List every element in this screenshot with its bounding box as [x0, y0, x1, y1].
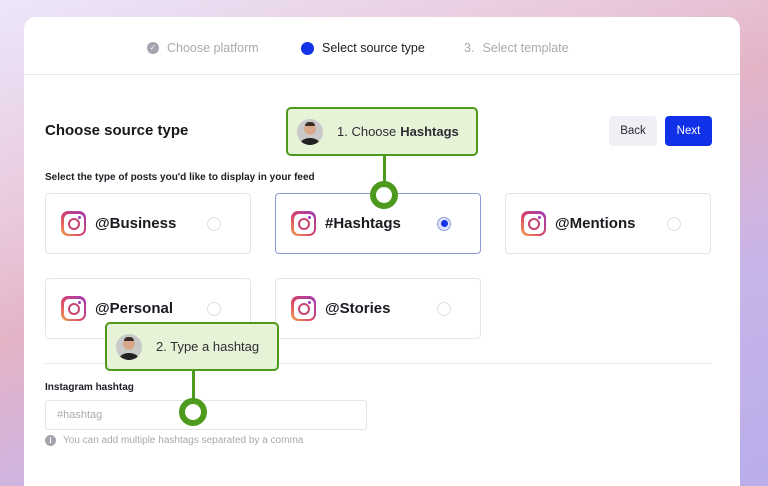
callout-text: 2. Type a hashtag — [156, 339, 260, 354]
hashtag-input[interactable] — [45, 400, 367, 430]
radio-personal[interactable] — [207, 301, 221, 316]
section-divider — [45, 363, 712, 364]
instagram-icon — [61, 296, 86, 321]
hint-text: You can add multiple hashtags separated … — [63, 435, 304, 446]
radio-stories[interactable] — [437, 301, 451, 316]
next-button[interactable]: Next — [665, 116, 712, 146]
option-label: @Stories — [325, 300, 391, 317]
page-title: Choose source type — [45, 122, 189, 139]
step-select-template[interactable]: 3. Select template — [464, 41, 569, 55]
option-label: @Personal — [95, 300, 173, 317]
check-icon: ✓ — [147, 42, 159, 54]
avatar — [116, 333, 142, 360]
step-select-source-type[interactable]: Select source type — [301, 41, 425, 55]
instagram-icon — [291, 211, 316, 236]
instagram-icon — [521, 211, 546, 236]
wizard-card: ✓ Choose platform Select source type 3. … — [24, 17, 740, 486]
back-button[interactable]: Back — [609, 116, 657, 146]
instagram-icon — [61, 211, 86, 236]
option-label: #Hashtags — [325, 215, 401, 232]
step-number: 3. — [464, 41, 475, 55]
step-choose-platform[interactable]: ✓ Choose platform — [147, 41, 259, 55]
radio-mentions[interactable] — [667, 216, 681, 231]
instagram-icon — [291, 296, 316, 321]
step-label: Choose platform — [167, 41, 259, 55]
callout-emphasis: Hashtags — [400, 124, 459, 139]
callout-target-ring-icon — [370, 181, 398, 209]
stepper: ✓ Choose platform Select source type 3. … — [24, 17, 740, 75]
callout-connector — [192, 370, 195, 400]
option-stories[interactable]: @Stories — [275, 278, 481, 339]
active-step-dot-icon — [301, 41, 314, 55]
info-icon: i — [45, 435, 56, 446]
step-label: Select template — [482, 41, 569, 55]
callout-target-ring-icon — [179, 398, 207, 426]
option-label: @Business — [95, 215, 177, 232]
radio-hashtags[interactable] — [437, 216, 451, 231]
source-subtitle: Select the type of posts you'd like to d… — [45, 172, 315, 183]
callout-type-hashtag: 2. Type a hashtag — [105, 322, 279, 371]
avatar — [297, 118, 323, 145]
step-label: Select source type — [322, 41, 425, 55]
option-mentions[interactable]: @Mentions — [505, 193, 711, 254]
hashtag-hint: i You can add multiple hashtags separate… — [45, 435, 303, 446]
option-label: @Mentions — [555, 215, 636, 232]
option-business[interactable]: @Business — [45, 193, 251, 254]
hashtag-field-label: Instagram hashtag — [45, 382, 134, 393]
callout-connector — [383, 155, 386, 185]
callout-text: 1. Choose — [337, 124, 397, 139]
radio-business[interactable] — [207, 216, 221, 231]
